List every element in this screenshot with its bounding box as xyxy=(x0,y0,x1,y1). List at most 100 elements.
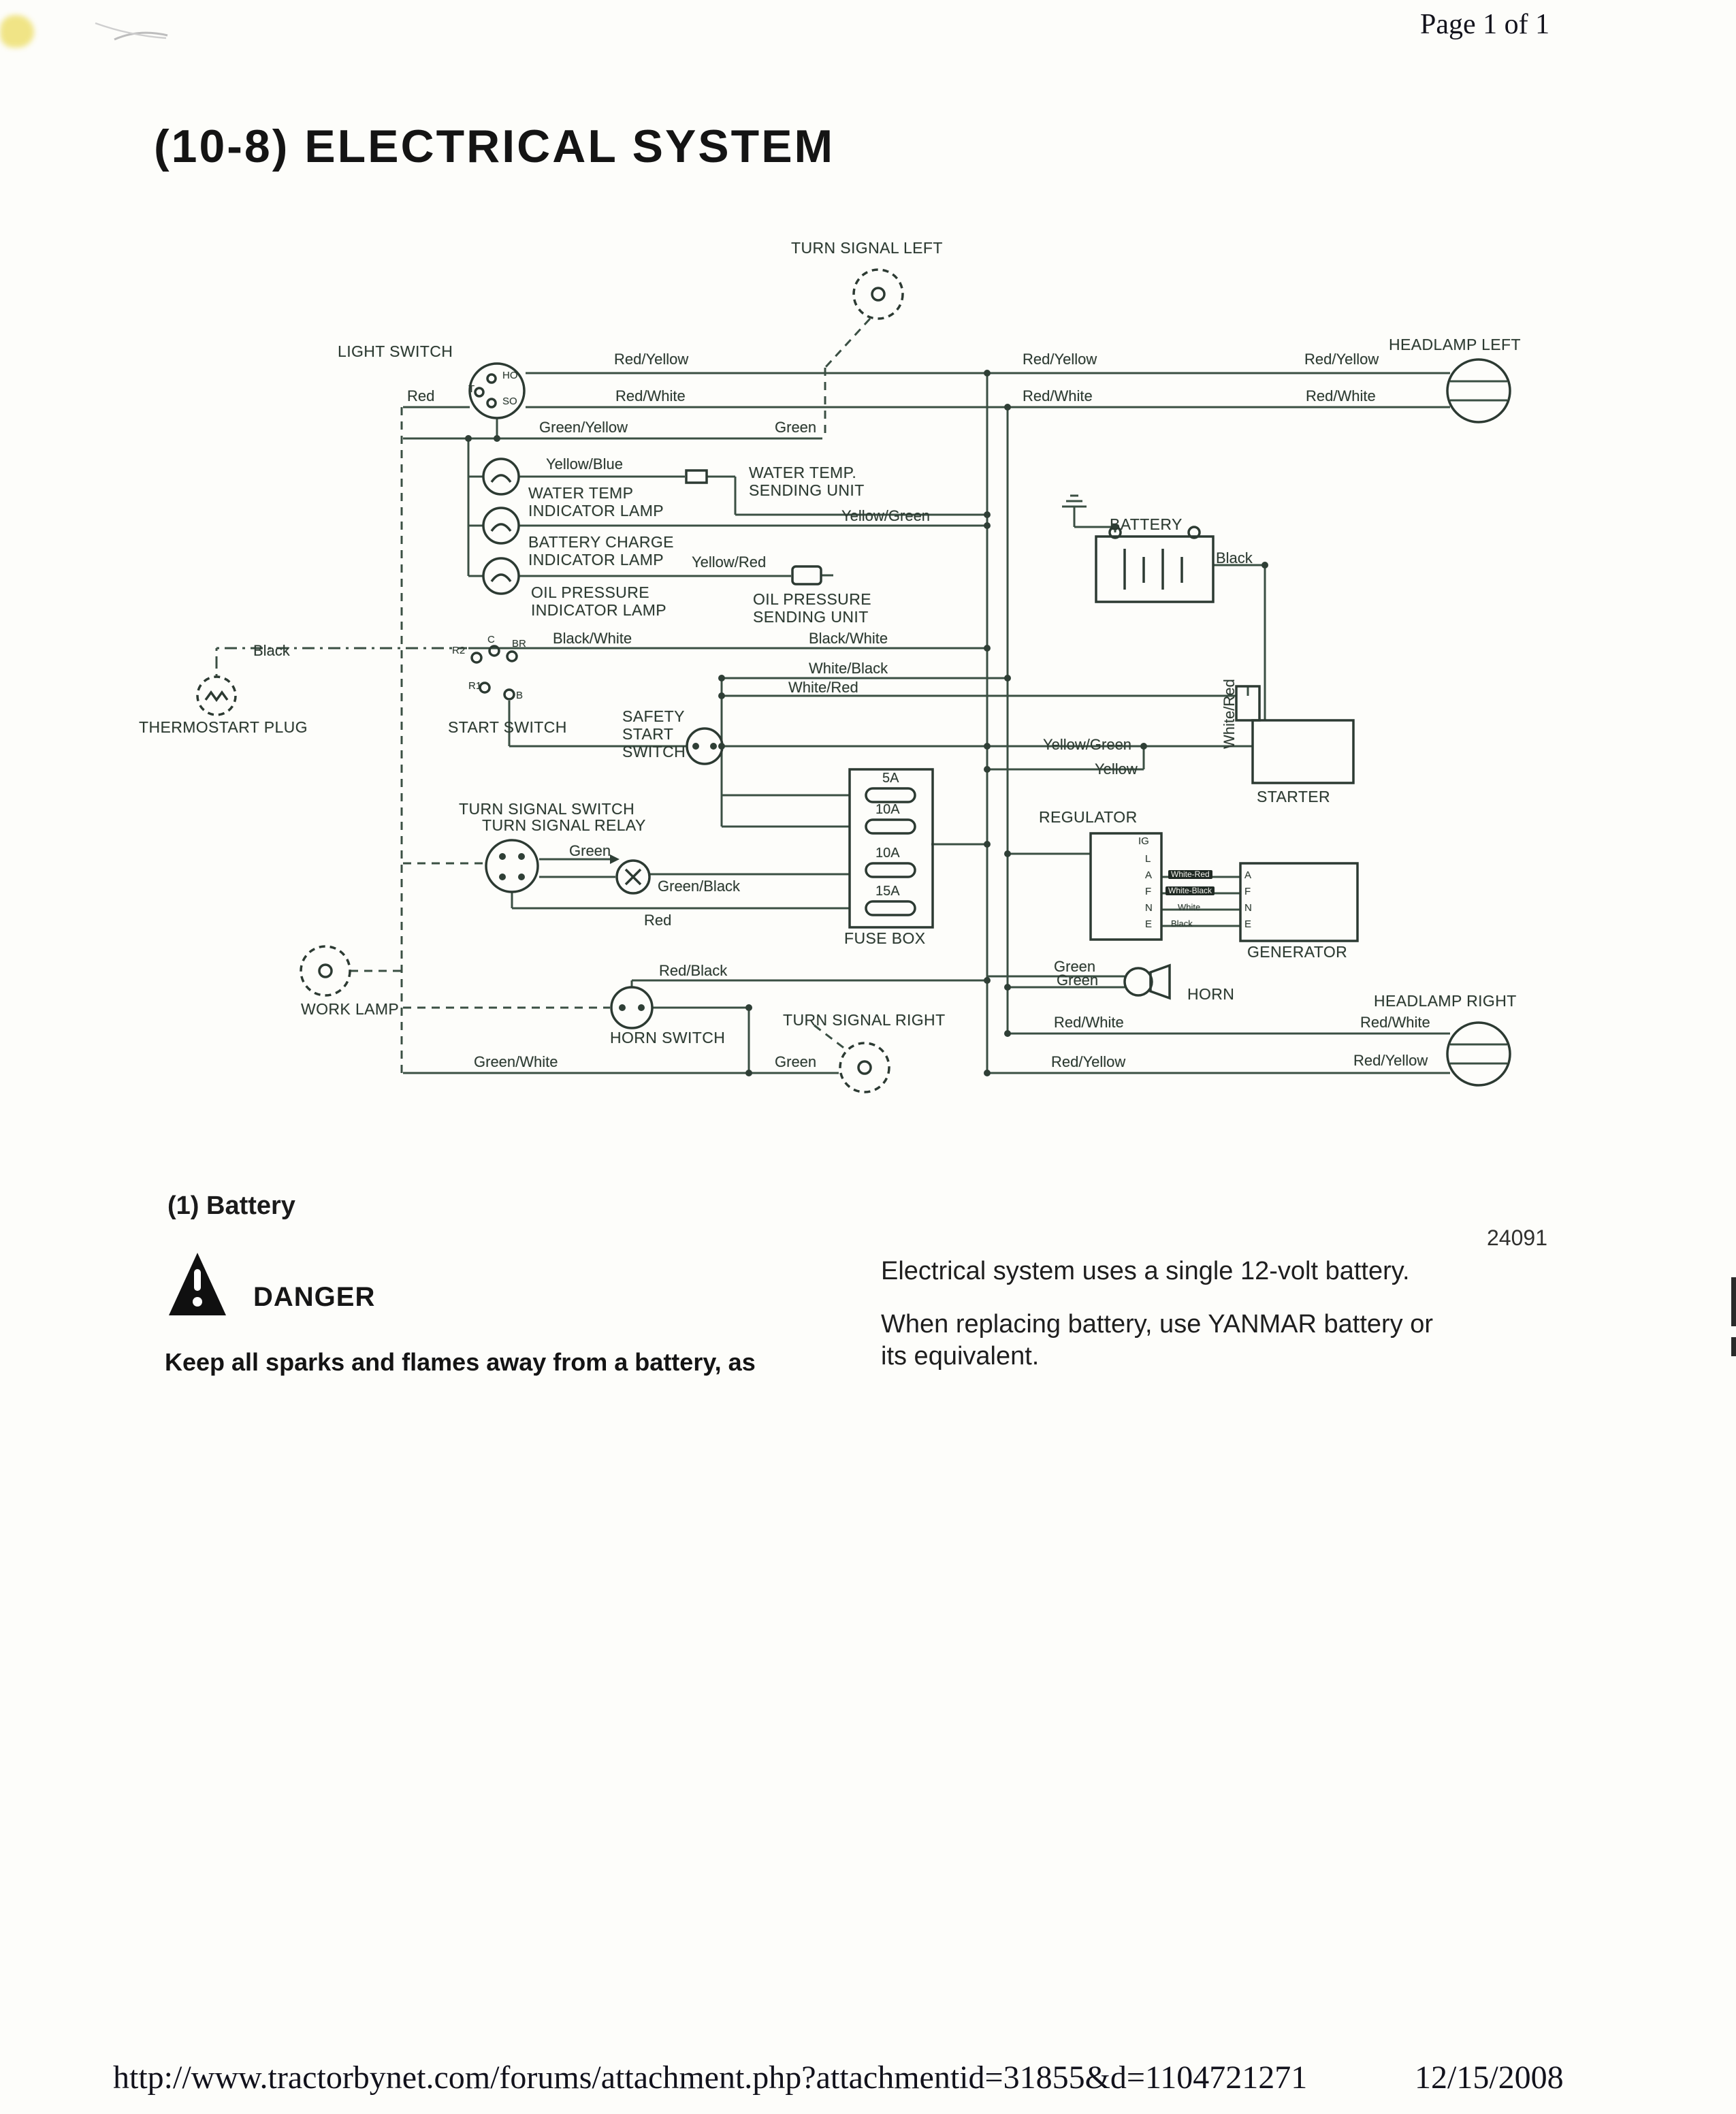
wire-color-label: Black xyxy=(253,642,290,659)
terminal-pin-label: A xyxy=(1244,869,1252,881)
wire-color-label: Green xyxy=(775,419,817,436)
junction-dots xyxy=(465,370,1268,1076)
component-label: TURN SIGNAL LEFT xyxy=(791,239,943,257)
component-label: OIL PRESSURE SENDING UNIT xyxy=(753,590,871,626)
battery-paragraph-2-line1: When replacing battery, use YANMAR batte… xyxy=(881,1310,1434,1339)
starter-solenoid-symbol xyxy=(1235,685,1261,722)
wire-color-label: Green/Yellow xyxy=(539,419,628,436)
wire-color-label: Red/White xyxy=(1023,387,1093,404)
wire-color-label: Red xyxy=(407,387,435,404)
scan-smudge xyxy=(0,15,34,48)
wire-color-label: Red/White xyxy=(1054,1014,1124,1031)
thermostart-plug-symbol xyxy=(196,675,237,716)
wire-color-label: Red/White xyxy=(1306,387,1376,404)
terminal-pin-label: E xyxy=(1145,918,1153,930)
terminal-pin-label: N xyxy=(1145,902,1153,914)
headlamp-left-symbol xyxy=(1446,358,1511,423)
component-label: STARTER xyxy=(1257,788,1331,805)
terminal-pin-label: B xyxy=(516,690,524,701)
dashed-wires xyxy=(350,317,871,1074)
work-lamp-inner xyxy=(318,963,333,978)
water-temp-sender-symbol xyxy=(685,469,708,484)
wire-color-label: Yellow/Red xyxy=(692,554,767,571)
battery-description: Electrical system uses a single 12-volt … xyxy=(881,1255,1603,1372)
battery-paragraph-2: When replacing battery, use YANMAR batte… xyxy=(881,1309,1603,1372)
figure-number: 24091 xyxy=(1487,1226,1547,1250)
starter-symbol xyxy=(1251,719,1355,784)
fuse-rating-label: 10A xyxy=(875,846,900,861)
terminal-pin-label: R2 xyxy=(452,645,466,656)
wire-color-label: Black/White xyxy=(809,630,888,647)
component-label: SAFETY START SWITCH xyxy=(622,707,686,760)
headlamp-right-symbol xyxy=(1446,1021,1511,1087)
turn-signal-left-symbol xyxy=(852,268,904,320)
fuse-box-symbol xyxy=(848,768,934,929)
terminal-pin-label: F xyxy=(1145,886,1152,897)
fuse-15a xyxy=(865,900,916,916)
battery-warning-text: Keep all sparks and flames away from a b… xyxy=(165,1348,756,1376)
danger-block: DANGER xyxy=(169,1253,375,1315)
battery-paragraph-2-line2: its equivalent. xyxy=(881,1341,1040,1371)
component-label: WATER TEMP. SENDING UNIT xyxy=(749,464,865,499)
work-lamp-symbol xyxy=(300,945,351,997)
danger-warning-icon xyxy=(169,1253,226,1315)
component-label: BATTERY xyxy=(1110,515,1183,533)
horn-switch-symbol xyxy=(610,986,654,1029)
thermostart-element xyxy=(204,690,229,702)
footer-url: http://www.tractorbynet.com/forums/attac… xyxy=(113,2060,1308,2096)
wire-color-label: White/Red xyxy=(1221,679,1238,749)
horn-trumpet xyxy=(1149,963,1171,1000)
wire-color-label: Green xyxy=(1057,972,1099,989)
oil-pressure-indicator-lamp-symbol xyxy=(482,557,520,595)
wire-color-label: Green xyxy=(569,842,611,859)
oil-pressure-sender-symbol xyxy=(791,565,822,586)
battery-terminal xyxy=(1187,526,1201,539)
light-switch-terminal xyxy=(486,373,497,384)
horn-symbol xyxy=(1123,967,1153,997)
component-label: TURN SIGNAL RIGHT xyxy=(783,1011,946,1029)
component-label: HEADLAMP RIGHT xyxy=(1374,992,1517,1010)
wire-color-label: Green xyxy=(1054,958,1096,975)
wire-color-label: Red xyxy=(644,912,672,929)
terminal-pin-label: L xyxy=(1145,853,1151,865)
wire-color-label: White/Red xyxy=(788,679,858,696)
wire-color-label: Red/Black xyxy=(659,962,728,979)
wire-color-label: Red/Yellow xyxy=(614,351,689,368)
component-label: THERMOSTART PLUG xyxy=(139,718,308,736)
component-label: HEADLAMP LEFT xyxy=(1389,336,1521,353)
start-switch-symbol xyxy=(470,645,518,701)
component-label: OIL PRESSURE INDICATOR LAMP xyxy=(531,583,666,619)
wire-color-label: Yellow xyxy=(1095,760,1138,778)
battery-symbol xyxy=(1095,535,1215,603)
wire-color-label: Red/White xyxy=(1360,1014,1430,1031)
wire-color-label: Red/Yellow xyxy=(1304,351,1379,368)
fuse-rating-label: 5A xyxy=(882,771,899,786)
terminal-pin-label: F xyxy=(1244,886,1251,897)
component-label: START SWITCH xyxy=(448,718,567,736)
component-label: TURN SIGNAL SWITCH xyxy=(459,800,635,818)
regulator-symbol xyxy=(1089,832,1163,941)
fuse-10a xyxy=(865,862,916,878)
turn-signal-relay-symbol xyxy=(615,859,651,895)
turn-signal-right-inner xyxy=(857,1060,872,1075)
turn-signal-right-symbol xyxy=(839,1042,890,1093)
page-title: (10-8) ELECTRICAL SYSTEM xyxy=(154,121,835,172)
wire-arrowhead xyxy=(610,854,620,864)
page-indicator: Page 1 of 1 xyxy=(1420,9,1550,40)
battery-paragraph-1: Electrical system uses a single 12-volt … xyxy=(881,1257,1410,1285)
component-label: LIGHT SWITCH xyxy=(338,342,453,360)
wire-color-label: Yellow/Green xyxy=(1043,736,1132,753)
fuse-10a xyxy=(865,818,916,835)
component-label: FUSE BOX xyxy=(844,929,926,947)
wire-color-label: Yellow/Green xyxy=(841,507,931,524)
footer-date: 12/15/2008 xyxy=(1415,2060,1564,2096)
component-label: REGULATOR xyxy=(1039,808,1138,826)
wire-color-label: Red/Yellow xyxy=(1023,351,1097,368)
turn-signal-left-inner xyxy=(871,287,886,302)
dashdot-wires xyxy=(215,647,467,677)
component-label: HORN xyxy=(1187,985,1235,1003)
terminal-pin-label: BR xyxy=(512,638,526,650)
wire-color-label: Black/White xyxy=(553,630,632,647)
